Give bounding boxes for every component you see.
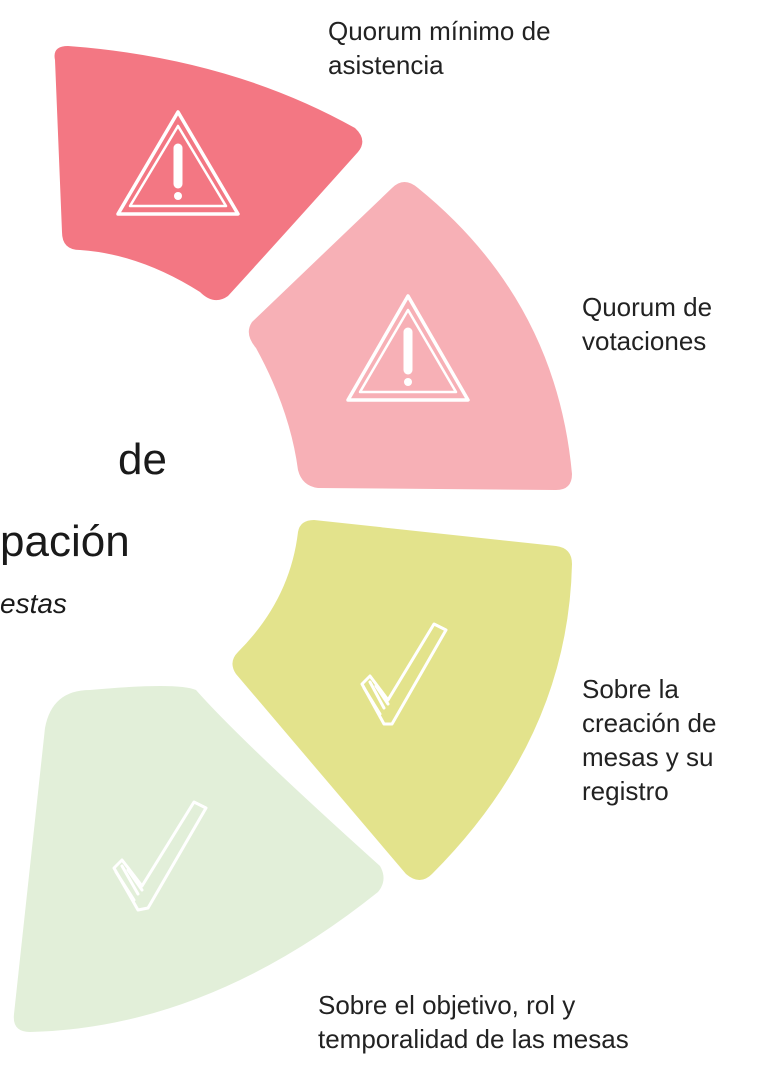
- warning-icon: [346, 294, 470, 402]
- checkmark-icon: [112, 800, 208, 912]
- segment-1-label: Quorum mínimo de asistencia: [328, 16, 551, 80]
- center-title-line-2: pación: [0, 517, 130, 566]
- segment-2-label: Quorum de votaciones: [582, 292, 713, 356]
- segment-4-label: Sobre el objetivo, rol y temporalidad de…: [318, 990, 629, 1054]
- segment-1: [54, 46, 363, 301]
- segment-3-label: Sobre la creación de mesas y su registro: [582, 674, 717, 806]
- center-subtitle: estas: [0, 588, 67, 619]
- segment-4: [13, 686, 384, 1032]
- center-title-line-1: de: [118, 435, 167, 484]
- segment-3: [232, 520, 572, 880]
- checkmark-icon: [360, 622, 448, 726]
- warning-icon: [116, 110, 240, 216]
